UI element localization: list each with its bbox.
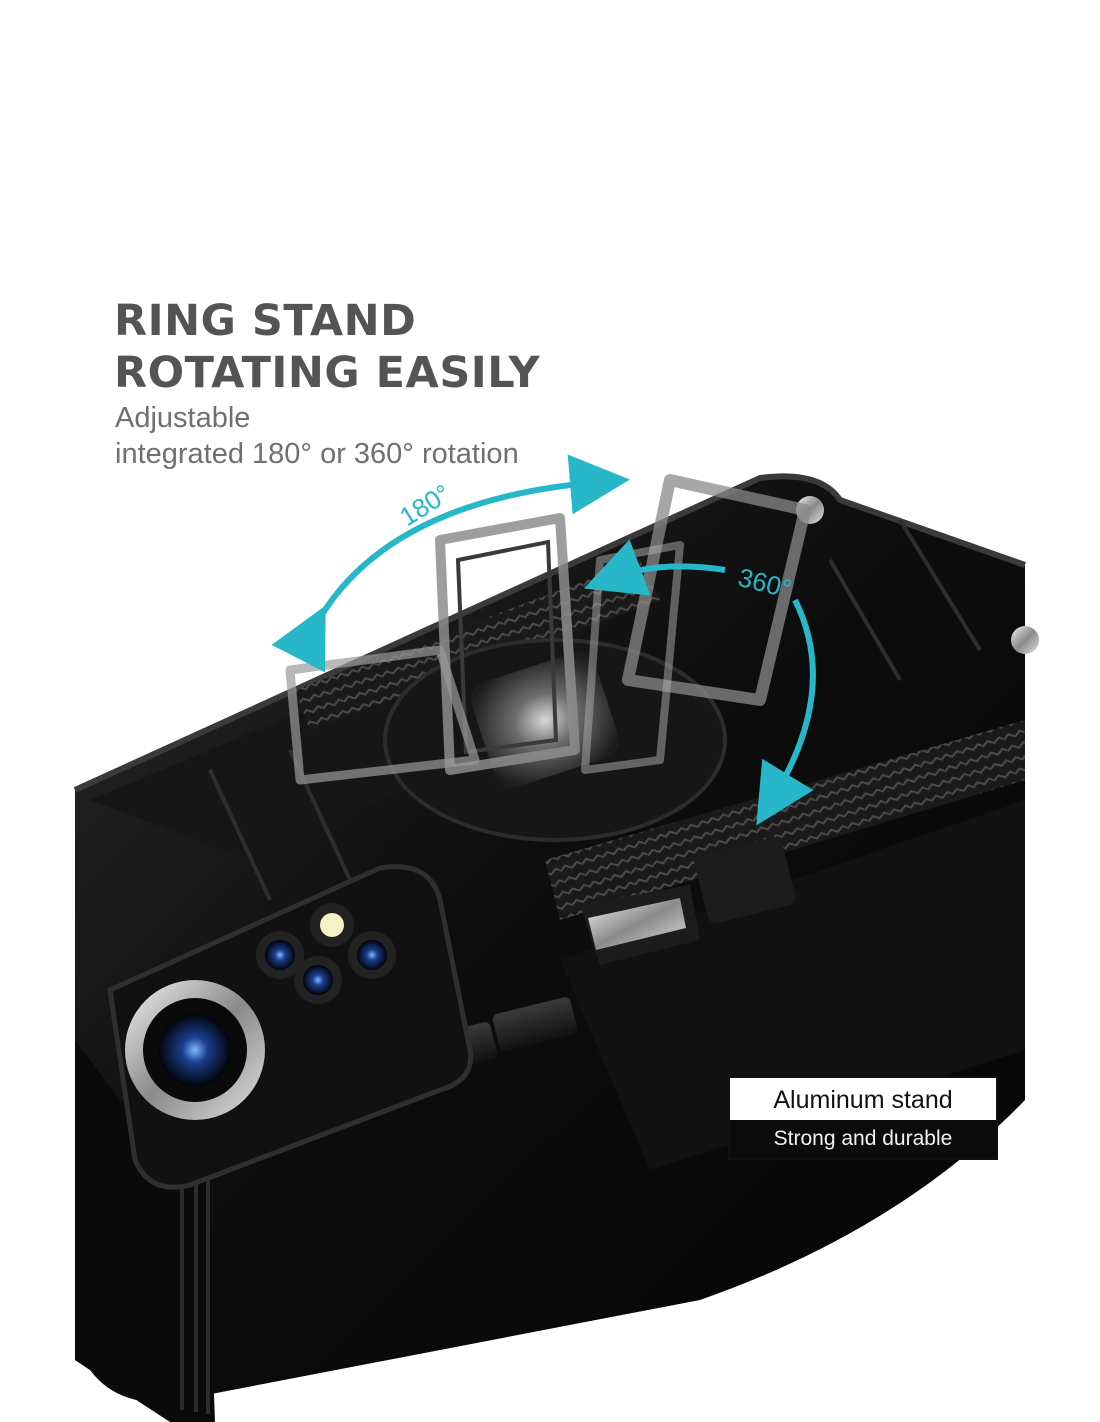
feature-callout: Aluminum stand Strong and durable <box>728 1076 998 1160</box>
headline-line-1: RING STAND <box>114 296 417 346</box>
feature-subtitle: Strong and durable <box>730 1120 996 1158</box>
subheadline-line-1: Adjustable <box>115 402 251 434</box>
feature-title: Aluminum stand <box>773 1086 953 1114</box>
camera-module <box>107 864 474 1190</box>
subheadline-line-2: integrated 180° or 360° rotation <box>115 438 519 470</box>
rotation-arrows <box>271 454 816 826</box>
headline-line-2: ROTATING EASILY <box>114 348 541 398</box>
